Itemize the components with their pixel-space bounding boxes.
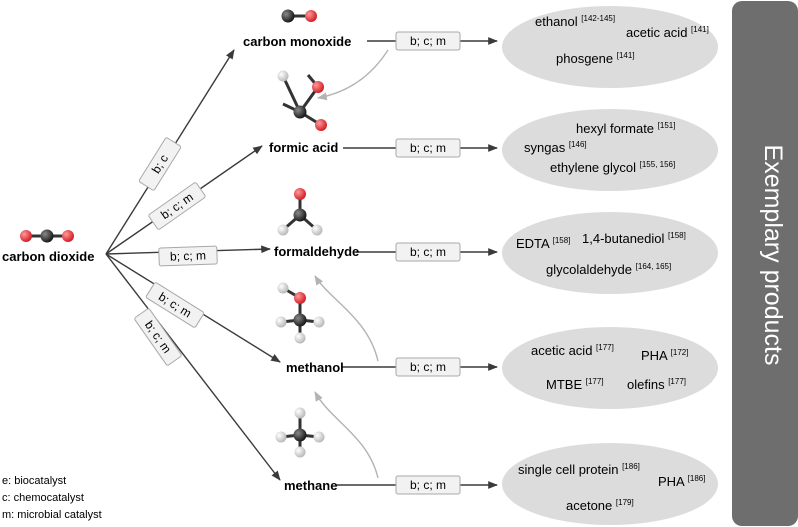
product-name: hexyl formate <box>576 121 654 136</box>
pathway-label-formaldehyde-text: b; c; m <box>170 248 206 263</box>
product-name: phosgene <box>556 51 613 66</box>
svg-text:olefins [177]: olefins [177] <box>627 377 686 392</box>
product-ref: [146] <box>569 140 587 149</box>
pathway-label-co: b; c <box>138 137 182 191</box>
methane-molecule <box>275 407 325 458</box>
svg-text:PHA [186]: PHA [186] <box>658 474 705 489</box>
product-ref: [141] <box>691 25 709 34</box>
node-methane: methane <box>284 478 337 493</box>
product-name: EDTA <box>516 236 550 251</box>
product-name: acetic acid <box>531 343 592 358</box>
conversion-arrows <box>336 37 498 489</box>
product-ref: [177] <box>668 377 686 386</box>
feedback-arrow-methanol-to-formaldehyde <box>314 275 379 362</box>
pathway-label-formic: b; c; m <box>148 182 206 230</box>
product-ref: [179] <box>616 498 634 507</box>
svg-text:acetic acid [141]: acetic acid [141] <box>626 25 709 40</box>
product-name: single cell protein <box>518 462 618 477</box>
legend-item-biocatalyst: e: biocatalyst <box>2 475 66 487</box>
product-name: olefins <box>627 377 665 392</box>
conversion-label-5: b; c; m <box>410 478 446 492</box>
svg-text:acetic acid [177]: acetic acid [177] <box>531 343 614 358</box>
product-ref: [158] <box>668 231 686 240</box>
svg-text:ethylene glycol [155, 156]: ethylene glycol [155, 156] <box>550 160 675 175</box>
product-ellipse-2 <box>502 109 718 191</box>
conversion-labels: b; c; m b; c; m b; c; m b; c; m b; c; m <box>395 31 461 495</box>
legend-item-microbial: m: microbial catalyst <box>2 509 102 521</box>
svg-text:hexyl formate [151]: hexyl formate [151] <box>576 121 675 136</box>
product-ellipse-5 <box>502 443 718 525</box>
product-ellipses <box>502 6 718 525</box>
node-formic-acid: formic acid <box>269 140 338 155</box>
feedback-arrows <box>314 49 389 479</box>
node-formaldehyde: formaldehyde <box>274 244 359 259</box>
legend: e: biocatalyst c: chemocatalyst m: micro… <box>2 475 102 521</box>
pathway-label-formaldehyde: b; c; m <box>158 245 218 267</box>
pathway-label-methane: b; c; m <box>134 308 182 366</box>
node-labels: carbon dioxide carbon monoxide formic ac… <box>2 34 359 493</box>
conversion-label-1: b; c; m <box>410 34 446 48</box>
product-ellipse-3 <box>502 212 718 294</box>
product-ellipse-1 <box>502 6 718 88</box>
product-name: syngas <box>524 140 566 155</box>
arrow-to-methane <box>105 253 281 481</box>
sidebar-panel <box>732 1 798 526</box>
product-name: MTBE <box>546 377 582 392</box>
svg-text:phosgene [141]: phosgene [141] <box>556 51 635 66</box>
conversion-label-3: b; c; m <box>410 245 446 259</box>
product-ref: [186] <box>622 462 640 471</box>
co2-molecule <box>20 229 74 243</box>
feedback-arrow-methane-to-methanol <box>314 391 379 479</box>
svg-text:ethanol [142-145]: ethanol [142-145] <box>535 14 615 29</box>
conversion-label-4: b; c; m <box>410 360 446 374</box>
product-ref: [177] <box>586 377 604 386</box>
product-ref: [177] <box>596 343 614 352</box>
svg-text:1,4-butanediol [158]: 1,4-butanediol [158] <box>582 231 686 246</box>
svg-text:glycolaldehyde [164, 165]: glycolaldehyde [164, 165] <box>546 262 671 277</box>
product-ellipse-4 <box>502 327 718 409</box>
product-name: PHA <box>641 348 668 363</box>
product-name: acetone <box>566 498 612 513</box>
sidebar-title: Exemplary products <box>759 145 787 366</box>
product-name: glycolaldehyde <box>546 262 632 277</box>
formic-acid-molecule <box>277 70 327 131</box>
conversion-label-2: b; c; m <box>410 141 446 155</box>
product-ref: [164, 165] <box>636 262 672 271</box>
product-ref: [151] <box>658 121 676 130</box>
product-name: ethanol <box>535 14 578 29</box>
product-name: PHA <box>658 474 685 489</box>
product-ref: [142-145] <box>581 14 615 23</box>
co-molecule <box>281 9 317 23</box>
svg-text:EDTA [158]: EDTA [158] <box>516 236 570 251</box>
sidebar: Exemplary products <box>732 1 798 526</box>
svg-text:single cell protein [186]: single cell protein [186] <box>518 462 640 477</box>
svg-text:MTBE [177]: MTBE [177] <box>546 377 604 392</box>
feedback-arrow-co-to-formic <box>317 49 389 101</box>
svg-text:PHA [172]: PHA [172] <box>641 348 688 363</box>
node-carbon-dioxide: carbon dioxide <box>2 249 94 264</box>
product-name: ethylene glycol <box>550 160 636 175</box>
node-carbon-monoxide: carbon monoxide <box>243 34 351 49</box>
product-ref: [172] <box>671 348 689 357</box>
formaldehyde-molecule <box>277 188 323 236</box>
product-ref: [186] <box>688 474 706 483</box>
product-name: 1,4-butanediol <box>582 231 665 246</box>
product-name: acetic acid <box>626 25 687 40</box>
product-ref: [155, 156] <box>640 160 676 169</box>
node-methanol: methanol <box>286 360 344 375</box>
products-text: ethanol [142-145] acetic acid [141] phos… <box>516 14 709 513</box>
svg-text:acetone [179]: acetone [179] <box>566 498 634 513</box>
methanol-molecule <box>275 282 325 344</box>
product-ref: [141] <box>617 51 635 60</box>
svg-text:syngas [146]: syngas [146] <box>524 140 587 155</box>
legend-item-chemocatalyst: c: chemocatalyst <box>2 492 84 504</box>
product-ref: [158] <box>553 236 571 245</box>
pathway-labels: b; c b; c; m b; c; m b; c; m b; c; m <box>134 137 218 366</box>
